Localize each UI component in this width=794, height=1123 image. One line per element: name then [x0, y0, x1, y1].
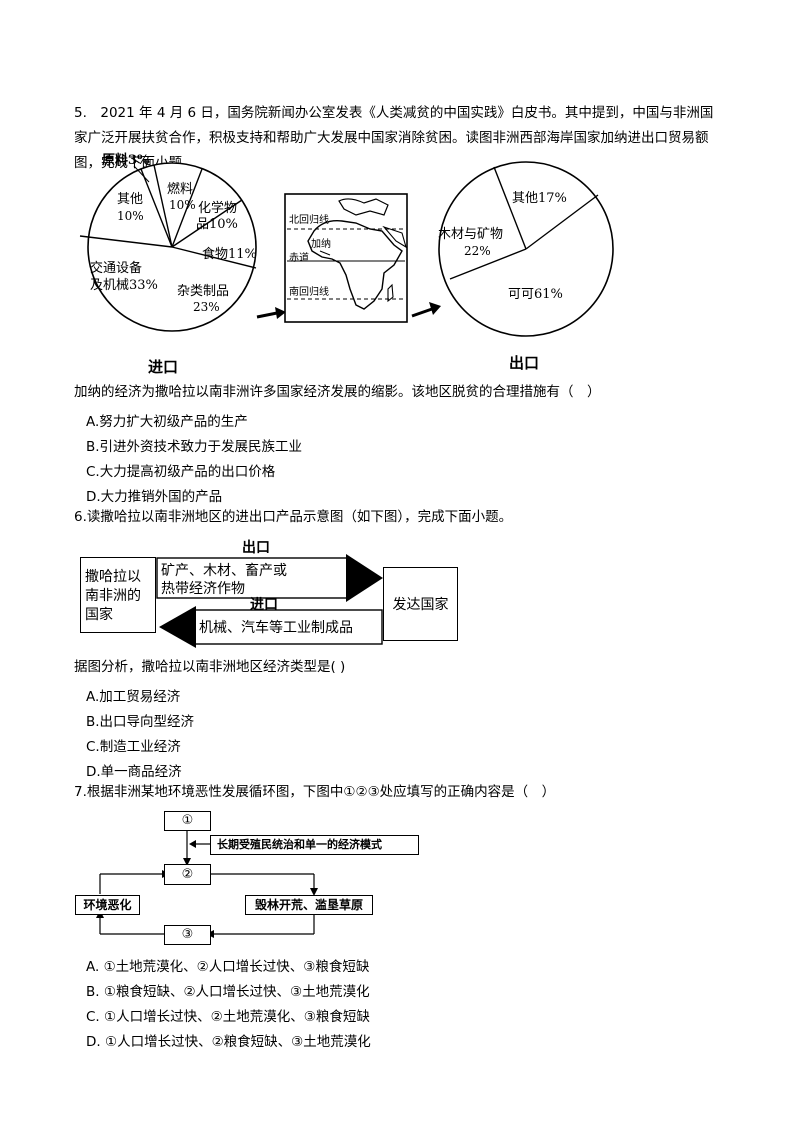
q6-stem: 6.读撒哈拉以南非洲地区的进出口产品示意图（如下图），完成下面小题。 — [74, 509, 513, 525]
q7-option-a[interactable]: A. ①土地荒漠化、②人口增长过快、③粮食短缺 — [86, 959, 370, 975]
q5-option-d[interactable]: D.大力推销外国的产品 — [86, 489, 223, 505]
map-label-tropic-cancer: 北回归线 — [289, 215, 329, 226]
q5-stem: 5. 2021 年 4 月 6 日，国务院新闻办公室发表《人类减贫的中国实践》白… — [74, 105, 714, 171]
export-label-timber: 木材与矿物 — [438, 227, 504, 242]
import-label-misc: 杂类制品 — [177, 284, 230, 299]
q5-option-b[interactable]: B.引进外资技术致力于发展民族工业 — [86, 439, 303, 455]
q7-stem: 7.根据非洲某地环境恶性发展循环图，下图中①②③处应填写的正确内容是（ ） — [74, 784, 556, 800]
cycle-diagram-lines — [96, 830, 318, 938]
export-goods-line2: 热带经济作物 — [161, 581, 245, 597]
map-label-equator: 赤道 — [289, 253, 309, 264]
q5-option-c[interactable]: C.大力提高初级产品的出口价格 — [86, 464, 276, 480]
export-label: 出口 — [242, 540, 270, 556]
export-label-other: 其他17% — [512, 191, 567, 206]
q5-question: 加纳的经济为撒哈拉以南非洲许多国家经济发展的缩影。该地区脱贫的合理措施有（ ） — [74, 384, 601, 400]
sub-saharan-line2: 南非洲的 — [85, 588, 141, 604]
cycle-box-3: ③ — [164, 925, 211, 945]
q5-option-a[interactable]: A.努力扩大初级产品的生产 — [86, 414, 248, 430]
map-label-tropic-capricorn: 南回归线 — [289, 287, 329, 298]
import-label-misc-pct: 23% — [193, 300, 220, 314]
import-label-transport-pct: 及机械33% — [90, 278, 158, 293]
import-caption: 进口 — [148, 358, 179, 376]
sub-saharan-box: 撒哈拉以 南非洲的 国家 — [80, 557, 156, 633]
import-label-chem: 化学物 — [198, 201, 238, 216]
import-label-food: 食物11% — [202, 247, 257, 262]
cycle-box-3-label: ③ — [181, 927, 194, 942]
cycle-box-2-label: ② — [181, 867, 194, 882]
export-arrow-icon — [411, 302, 441, 318]
import-label: 进口 — [250, 597, 278, 613]
q6-option-c[interactable]: C.制造工业经济 — [86, 739, 181, 755]
environment-label: 环境恶化 — [83, 898, 132, 912]
import-goods: 机械、汽车等工业制成品 — [199, 620, 353, 636]
import-label-transport: 交通设备 — [90, 261, 143, 276]
cause-label: 长期受殖民统治和单一的经济模式 — [217, 838, 382, 851]
q6-option-d[interactable]: D.单一商品经济 — [86, 764, 182, 780]
sub-saharan-line1: 撒哈拉以 — [85, 569, 141, 585]
export-goods-line1: 矿产、木材、畜产或 — [161, 563, 287, 579]
map-label-ghana: 加纳 — [311, 239, 331, 250]
sub-saharan-line3: 国家 — [85, 607, 113, 623]
import-label-chem-pct: 品10% — [196, 217, 238, 232]
q6-option-b[interactable]: B.出口导向型经济 — [86, 714, 195, 730]
export-caption: 出口 — [509, 354, 540, 372]
import-pie-chart — [79, 162, 257, 332]
deforestation-label: 毁林开荒、滥垦草原 — [254, 898, 363, 912]
q7-option-d[interactable]: D. ①人口增长过快、②粮食短缺、③土地荒漠化 — [86, 1034, 371, 1050]
export-label-cocoa: 可可61% — [508, 287, 563, 302]
import-label-other: 其他 — [117, 192, 144, 207]
environment-box: 环境恶化 — [75, 895, 140, 915]
q7-option-c[interactable]: C. ①人口增长过快、②土地荒漠化、③粮食短缺 — [86, 1009, 370, 1025]
import-arrow-icon — [256, 307, 286, 319]
developed-label: 发达国家 — [392, 597, 449, 613]
q6-option-a[interactable]: A.加工贸易经济 — [86, 689, 181, 705]
developed-box: 发达国家 — [383, 567, 458, 641]
import-label-raw: 原料3% — [102, 153, 150, 168]
q6-question: 据图分析，撒哈拉以南非洲地区经济类型是( ) — [74, 659, 346, 675]
export-label-timber-pct: 22% — [464, 244, 491, 258]
cycle-box-1-label: ① — [181, 813, 194, 828]
trade-arrows — [156, 554, 383, 648]
q7-option-b[interactable]: B. ①粮食短缺、②人口增长过快、③土地荒漠化 — [86, 984, 370, 1000]
deforestation-box: 毁林开荒、滥垦草原 — [245, 895, 373, 915]
import-label-other-pct: 10% — [117, 209, 144, 223]
import-label-fuel: 燃料 — [167, 182, 194, 197]
africa-map — [284, 193, 408, 323]
import-label-fuel-pct: 10% — [169, 198, 196, 212]
cycle-box-2: ② — [164, 864, 211, 885]
cause-box: 长期受殖民统治和单一的经济模式 — [210, 835, 419, 855]
export-pie-chart — [438, 161, 614, 337]
cycle-box-1: ① — [164, 811, 211, 831]
